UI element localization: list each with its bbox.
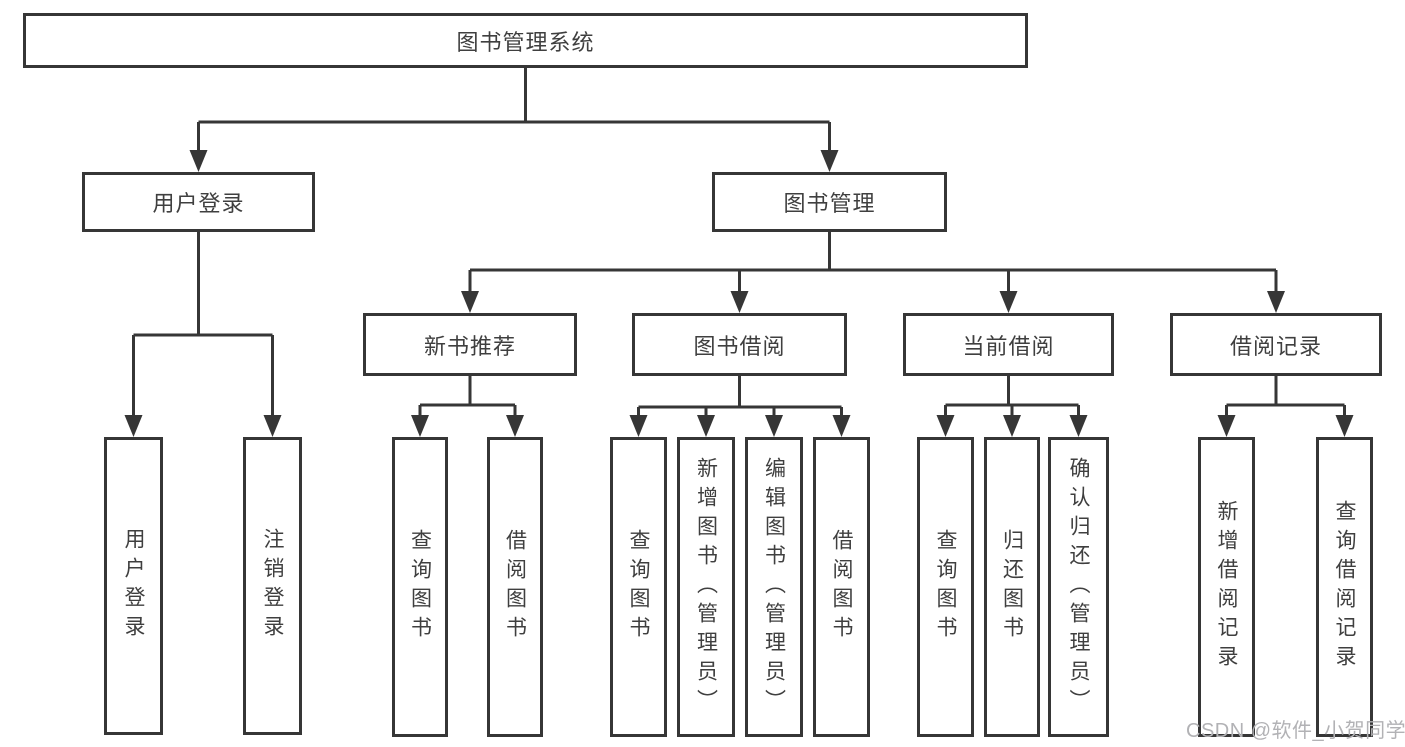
node-add-books-admin: 新增图书（管理员） [677,437,735,737]
node-query-books-recommend: 查询图书 [392,437,448,737]
connector-root-to-level2 [189,68,839,172]
node-logout-leaf: 注销登录 [243,437,302,735]
node-book-borrowing: 图书借阅 [632,313,847,376]
node-return-books: 归还图书 [984,437,1040,737]
node-borrowing-records: 借阅记录 [1170,313,1382,376]
node-current-borrowing: 当前借阅 [903,313,1114,376]
node-user-login: 用户登录 [82,172,315,232]
node-query-books-borrowing: 查询图书 [610,437,667,737]
node-query-books-current: 查询图书 [917,437,974,737]
node-library-management-system: 图书管理系统 [23,13,1028,68]
node-add-borrow-record: 新增借阅记录 [1198,437,1255,737]
csdn-watermark: CSDN @软件_小贺同学 [1186,720,1405,742]
connector-book-management-children [461,232,1285,313]
node-confirm-return-admin: 确认归还（管理员） [1048,437,1109,737]
node-user-login-leaf: 用户登录 [104,437,163,735]
connector-user-login-children [124,232,282,437]
connector-borrow-record-children [1217,376,1354,437]
node-borrow-books-borrowing: 借阅图书 [813,437,870,737]
connector-current-borrow-children [936,376,1088,437]
node-new-book-recommendation: 新书推荐 [363,313,577,376]
connector-book-borrow-children [629,376,851,437]
node-edit-books-admin: 编辑图书（管理员） [745,437,803,737]
connector-new-book-children [411,376,524,437]
node-borrow-books-recommend: 借阅图书 [487,437,543,737]
node-book-management: 图书管理 [712,172,947,232]
node-query-borrow-record: 查询借阅记录 [1316,437,1373,737]
